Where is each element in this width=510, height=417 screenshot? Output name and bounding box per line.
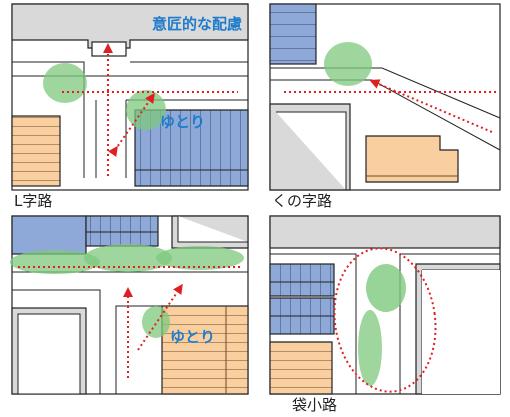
blue-building xyxy=(134,109,249,187)
orange-building xyxy=(11,115,61,187)
sightline-arrow xyxy=(369,79,493,133)
tree xyxy=(142,306,170,338)
orange-building xyxy=(269,341,333,395)
blue-building xyxy=(85,215,159,247)
slack-label: ゆとり xyxy=(160,113,206,131)
tree xyxy=(84,244,172,272)
tree xyxy=(43,63,87,103)
slack-label: ゆとり xyxy=(170,328,216,346)
gray-building xyxy=(11,3,249,49)
panel-ku-road xyxy=(269,3,501,191)
tree xyxy=(366,264,406,312)
panel-dead-end xyxy=(269,215,501,395)
panel-offset-road xyxy=(10,215,249,395)
blue-building xyxy=(11,215,87,255)
caption-l-road: L字路 xyxy=(14,192,53,210)
orange-building xyxy=(161,305,249,395)
panel-l-road xyxy=(11,3,249,191)
slack-arrow xyxy=(108,92,155,157)
gray-building xyxy=(269,215,501,249)
highlight-ellipse xyxy=(333,247,437,393)
orange-building xyxy=(365,135,459,183)
tree xyxy=(324,42,372,86)
blue-building xyxy=(269,3,317,65)
design-consideration-label: 意匠的な配慮 xyxy=(152,15,243,33)
caption-ku-road: くの字路 xyxy=(272,192,333,210)
tree xyxy=(10,250,100,274)
tree xyxy=(156,246,244,270)
blue-building xyxy=(269,263,335,297)
tree xyxy=(358,310,382,386)
caption-dead-end: 袋小路 xyxy=(292,396,338,414)
